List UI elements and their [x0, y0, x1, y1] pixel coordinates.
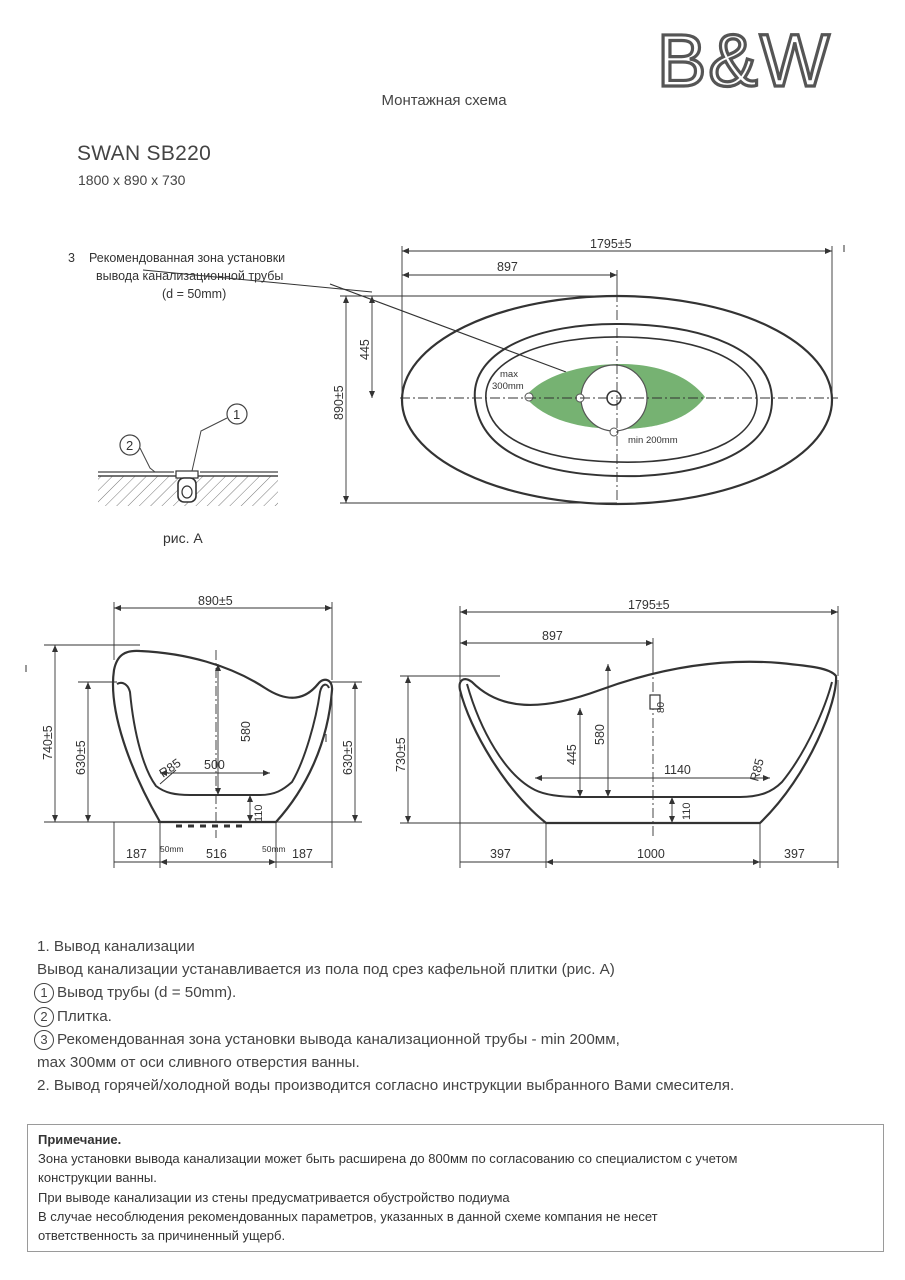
- side-dim-110: 110: [253, 804, 265, 822]
- side-dim-500: 500: [204, 758, 225, 772]
- note-box-heading: Примечание.: [38, 1132, 122, 1147]
- front-dim-580: 580: [593, 724, 607, 745]
- fig-a-marker-2-label: 2: [126, 438, 133, 453]
- note-text: Плитка.: [57, 1007, 112, 1025]
- side-dim-187-left: 187: [126, 847, 147, 861]
- note-text: Рекомендованная зона установки вывода ка…: [57, 1030, 620, 1048]
- note-line: 1. Вывод канализации: [37, 938, 195, 955]
- marker-3: 3: [34, 1029, 54, 1050]
- brand-logo: B&W: [655, 22, 832, 94]
- front-dim-r: R85: [747, 757, 766, 783]
- top-dim-445: 445: [358, 339, 372, 360]
- front-dim-80: 80: [656, 701, 667, 713]
- note-box-line: конструкции ванны.: [38, 1170, 157, 1186]
- front-dim-397-left: 397: [490, 847, 511, 861]
- front-view: 1795±5 897 80 730±5 580 445 1140 R85 110: [394, 598, 839, 868]
- note-box: Примечание. Зона установки вывода канали…: [27, 1124, 884, 1252]
- front-dim-445: 445: [565, 744, 579, 765]
- zone-point-bottom: [609, 427, 619, 437]
- top-inner-bowl: [485, 336, 758, 463]
- fig-a-marker-1-label: 1: [233, 407, 240, 422]
- callout-line-3: (d = 50mm): [162, 287, 226, 301]
- note-box-line: ответственность за причиненный ущерб.: [38, 1228, 286, 1244]
- callout-leader: [142, 269, 373, 293]
- side-inner-shell: [116, 681, 330, 796]
- side-outer-shell: [112, 649, 334, 824]
- note-box-line: При выводе канализации из стены предусма…: [38, 1189, 510, 1205]
- note-box-line: В случае несоблюдения рекомендованных па…: [38, 1208, 658, 1224]
- fig-a-marker-2: [119, 434, 141, 456]
- installation-drawing: 3 Рекомендованная зона установки вывода …: [25, 237, 845, 868]
- zone-max-label: max: [500, 369, 518, 380]
- front-dim-110: 110: [681, 802, 693, 820]
- side-dim-630-left: 630±5: [74, 740, 88, 775]
- fig-a-caption: рис. А: [163, 530, 203, 546]
- side-dim-50-left: 50mm: [160, 844, 184, 854]
- top-dim-890: 890±5: [332, 385, 346, 420]
- front-dim-1140: 1140: [664, 763, 691, 777]
- page-subtitle: Монтажная схема: [381, 92, 507, 109]
- side-dim-516: 516: [206, 847, 227, 861]
- fig-a-marker-1: [226, 403, 248, 425]
- top-view: 3 Рекомендованная зона установки вывода …: [68, 237, 838, 508]
- zone-max-value: 300mm: [492, 381, 524, 392]
- callout-line-2: вывода канализационной трубы: [96, 269, 283, 283]
- front-dim-897: 897: [542, 629, 563, 643]
- marker-2: 2: [34, 1006, 54, 1027]
- zone-min-label: min 200mm: [628, 435, 678, 446]
- front-dim-1795: 1795±5: [628, 598, 670, 612]
- fig-a: 1 2 рис. А: [98, 403, 278, 546]
- note-line: Вывод канализации устанавливается из пол…: [37, 961, 615, 979]
- side-dim-r85: R85: [157, 756, 184, 781]
- side-dim-890: 890±5: [198, 594, 233, 608]
- note-line: max 300мм от оси сливного отверстия ванн…: [37, 1054, 360, 1072]
- note-text: Вывод трубы (d = 50mm).: [57, 984, 237, 1002]
- top-inner-rim: [473, 322, 774, 478]
- side-dim-50-right: 50mm: [262, 844, 286, 854]
- side-dim-740: 740±5: [41, 725, 55, 760]
- side-dim-630-right: 630±5: [341, 740, 355, 775]
- front-outer-shell: [458, 660, 838, 825]
- note-box-line: Зона установки вывода канализации может …: [38, 1151, 738, 1167]
- side-view: 890±5 740±5 630±5 630±5 580 R85 500 110: [41, 594, 362, 868]
- top-dim-897: 897: [497, 260, 518, 274]
- model-dimensions: 1800 x 890 x 730: [78, 172, 186, 188]
- zone-point-max: [524, 392, 534, 402]
- callout-line-1: Рекомендованная зона установки: [89, 251, 285, 265]
- side-dim-187-right: 187: [292, 847, 313, 861]
- front-dim-397-right: 397: [784, 847, 805, 861]
- callout-number: 3: [68, 251, 75, 265]
- brand-logo-text: B&W: [657, 22, 832, 94]
- model-name: SWAN SB220: [77, 142, 212, 165]
- marker-1: 1: [34, 983, 54, 1004]
- installation-notes: 1. Вывод канализации Вывод канализации у…: [34, 935, 897, 1097]
- top-dim-1795: 1795±5: [590, 237, 632, 251]
- front-dim-730: 730±5: [394, 737, 408, 772]
- side-dim-580: 580: [239, 721, 253, 742]
- note-line: 2. Вывод горячей/холодной воды производи…: [37, 1077, 735, 1095]
- front-dim-1000: 1000: [637, 847, 665, 861]
